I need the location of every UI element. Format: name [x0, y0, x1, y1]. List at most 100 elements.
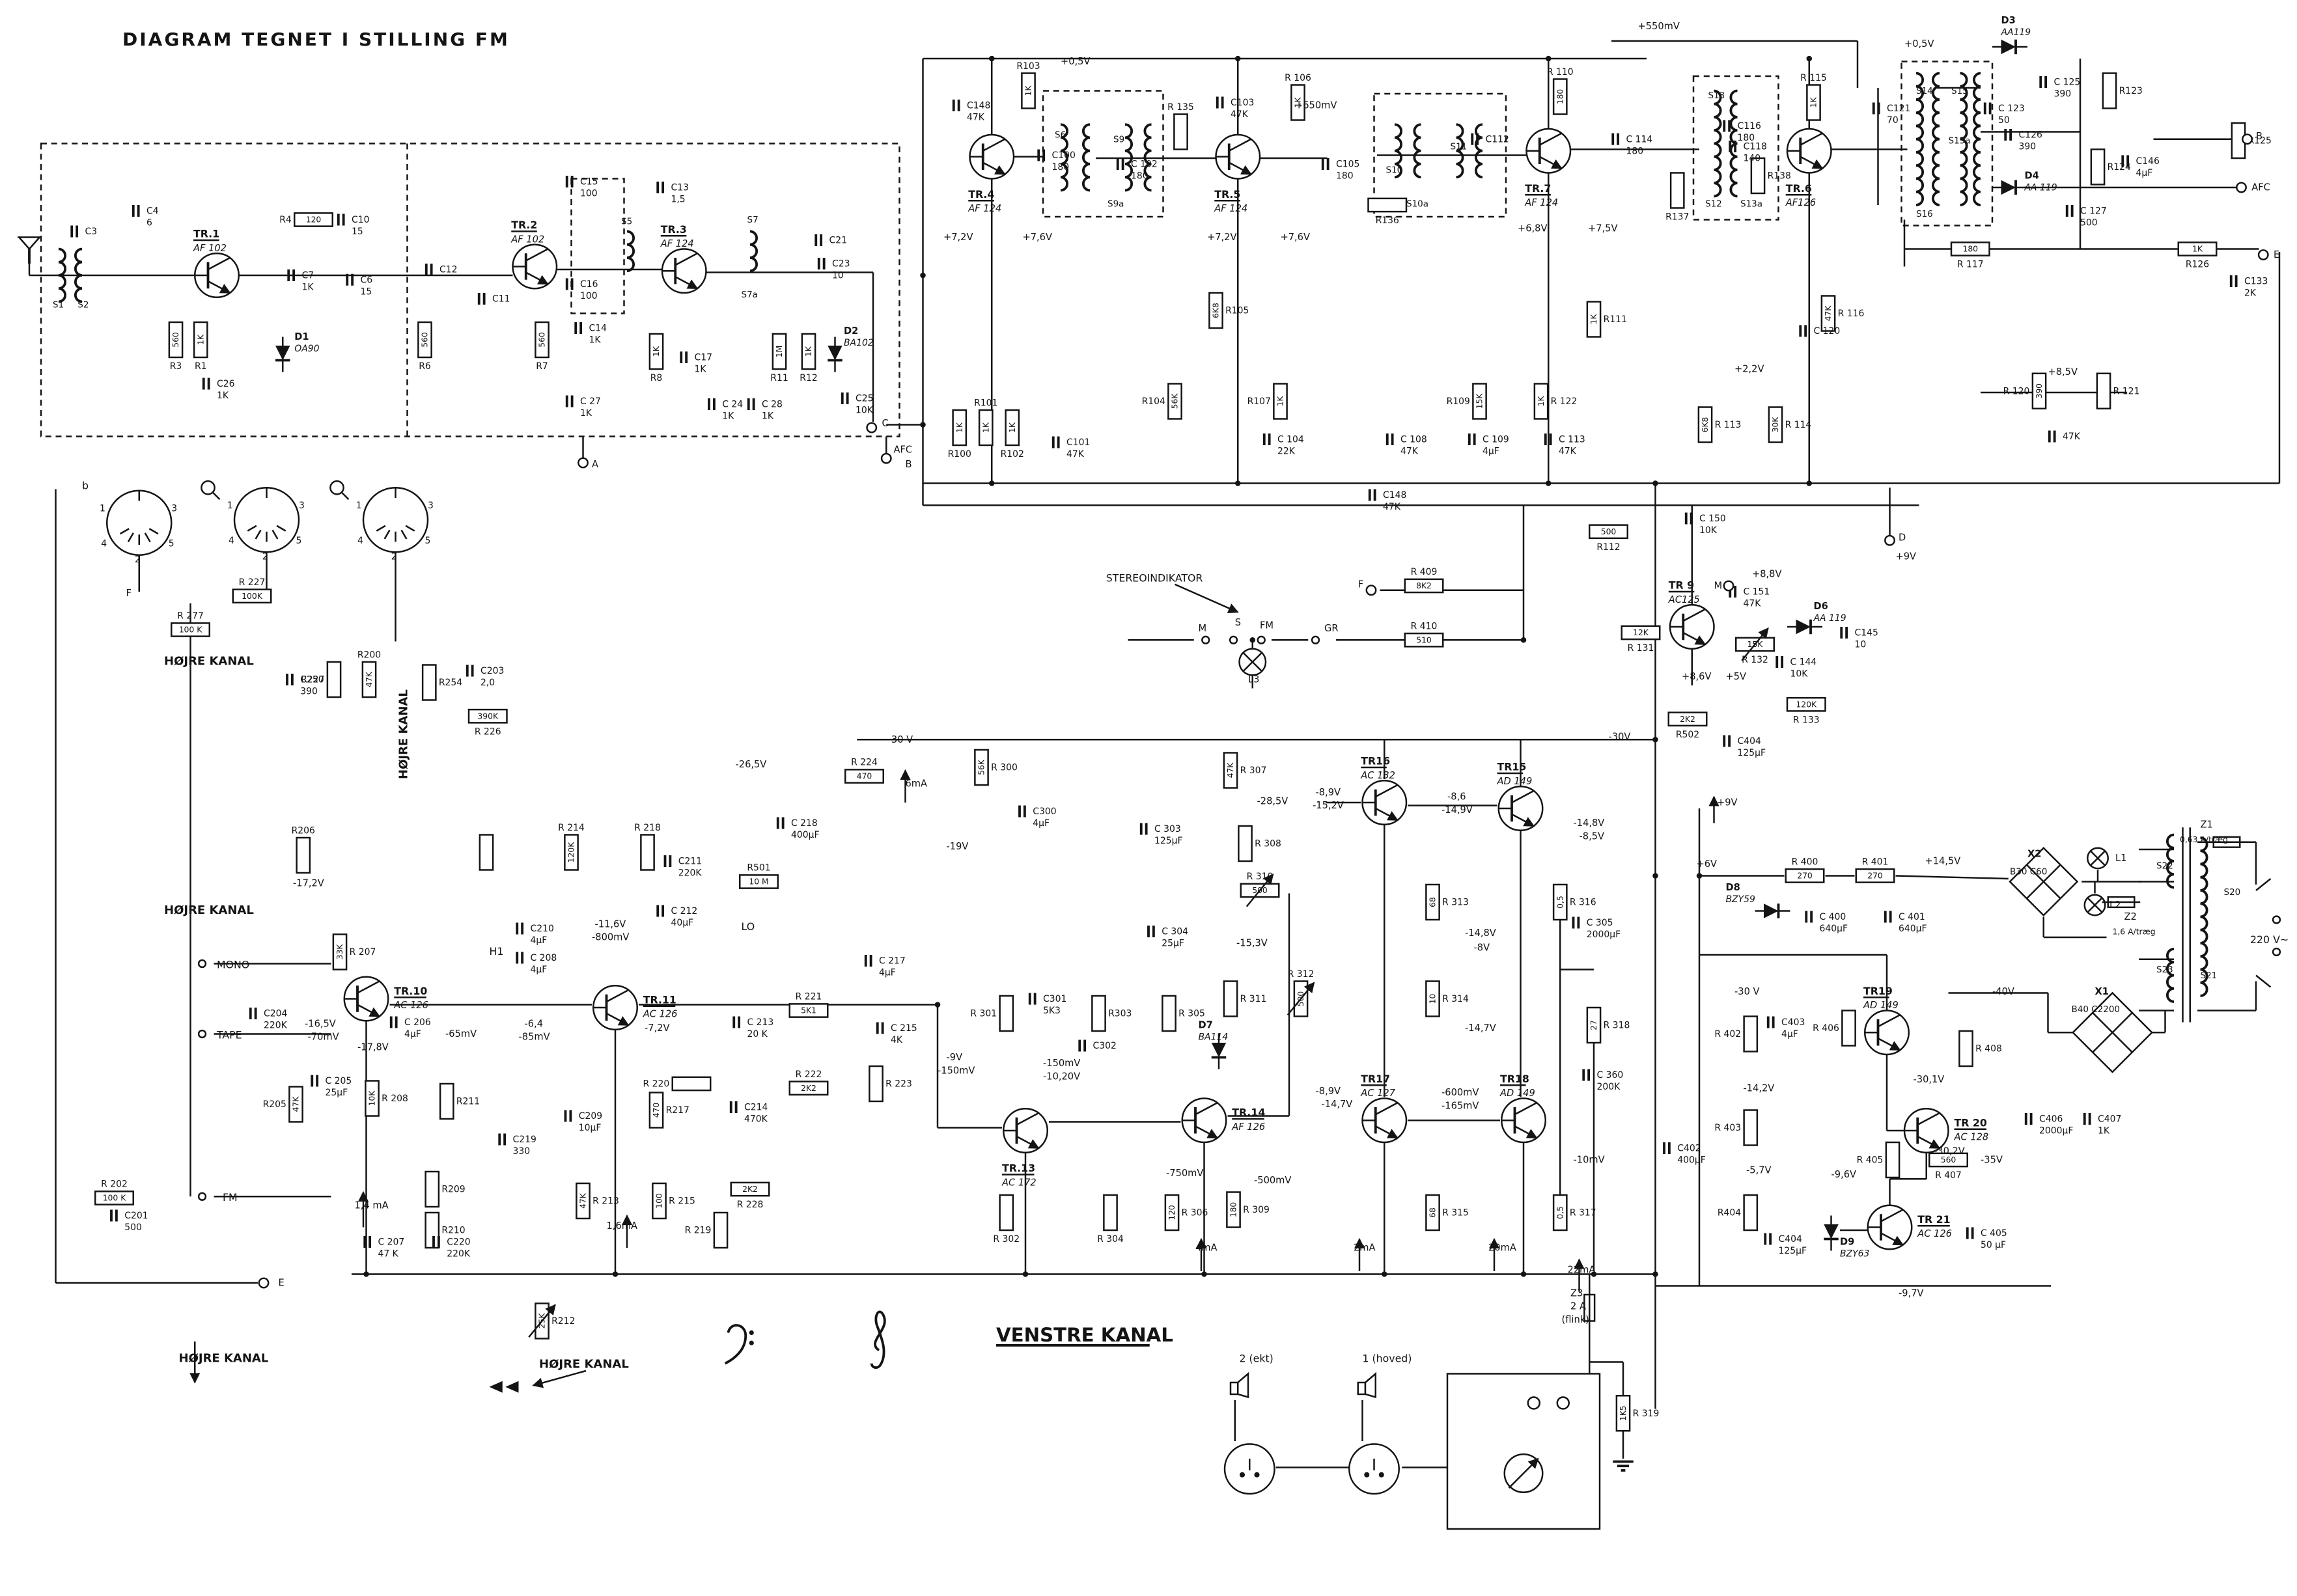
- label: 5: [296, 536, 302, 546]
- text-label: -15,2V: [1313, 800, 1344, 811]
- resistor-body: [1164, 1194, 1180, 1231]
- label: 1K: [302, 282, 314, 293]
- label: R 318: [1604, 1021, 1630, 1031]
- transistor-collector: [1800, 132, 1823, 146]
- text-label: -14,2V: [1744, 1082, 1775, 1094]
- label: TR.1: [193, 228, 219, 240]
- resistor-body: [576, 1182, 591, 1220]
- label: AD 149: [1499, 1088, 1535, 1099]
- label: R 113: [1715, 420, 1742, 430]
- resistor-R406: R 406: [1813, 1010, 1856, 1047]
- resistor-R135: R 135: [1167, 102, 1194, 150]
- transistor-collector: [606, 989, 629, 1003]
- resistor-body: [2177, 241, 2218, 256]
- text-label: F: [126, 588, 132, 599]
- text-label: -14,8V: [1465, 928, 1496, 939]
- label: C 218: [791, 818, 818, 829]
- label: 1K: [1008, 422, 1017, 433]
- transistor-collector: [675, 253, 698, 266]
- text-label: +7,5V: [1588, 223, 1617, 234]
- label: C21: [829, 236, 847, 246]
- label: C118: [1744, 142, 1767, 152]
- label: 510: [1416, 635, 1432, 644]
- label: C 123: [1998, 103, 2025, 114]
- text-label: X1: [2095, 986, 2109, 997]
- text-label: -14,7V: [1465, 1023, 1496, 1034]
- text-label: +8,8V: [1752, 569, 1781, 580]
- label: TR 21: [1917, 1213, 1950, 1226]
- terminal: [2242, 133, 2253, 145]
- loop-body: [201, 480, 216, 495]
- label: 4µF: [2136, 168, 2153, 178]
- label: C146: [2136, 156, 2160, 167]
- label: 270: [1867, 872, 1883, 881]
- text-label: S16: [1916, 209, 1933, 219]
- text-label: 6mA: [906, 778, 928, 789]
- label: C3: [85, 227, 98, 237]
- label: C 206: [404, 1017, 431, 1028]
- resistor-body: [94, 1190, 134, 1205]
- junction-dot: [1520, 1271, 1527, 1277]
- diode-triangle: [2001, 39, 2016, 55]
- label: R102: [1001, 449, 1024, 460]
- bridge-rectifier: [2009, 846, 2079, 917]
- resistor-body: [1928, 1152, 1968, 1168]
- terminal: [1365, 585, 1377, 596]
- label: 500: [124, 1222, 142, 1233]
- terminal: [1723, 580, 1734, 592]
- label: C 205: [326, 1076, 352, 1086]
- text-label: -500mV: [1254, 1175, 1291, 1186]
- text-label: -40V: [1992, 986, 2014, 997]
- label: 180: [1626, 146, 1644, 156]
- label: 5K1: [801, 1006, 816, 1015]
- label: C 208: [531, 953, 557, 963]
- transistor-collector: [982, 138, 1006, 152]
- label: 4µF: [531, 965, 548, 975]
- text-label: -30V: [1609, 731, 1631, 742]
- resistor-body: [1425, 980, 1440, 1017]
- junction-dot: [1806, 55, 1813, 62]
- transistor-TR1: TR.1AF 102: [193, 228, 240, 298]
- label: R 220: [643, 1079, 670, 1090]
- text-label: -8,6: [1447, 791, 1466, 803]
- label: C105: [1336, 159, 1359, 170]
- transistor-emitter: [1800, 156, 1824, 169]
- label: C 108: [1400, 435, 1427, 445]
- resistor-body: [417, 321, 432, 359]
- text-label: Z2: [2124, 911, 2137, 922]
- label: AF126: [1785, 197, 1816, 208]
- label: R 317: [1570, 1208, 1596, 1218]
- antenna-arm: [18, 236, 30, 250]
- label: R136: [1376, 215, 1399, 226]
- diode-triangle: [1211, 1043, 1227, 1058]
- text-label: +650mV: [1295, 100, 1337, 111]
- resistor-body: [425, 1211, 440, 1249]
- transistor-emitter: [1682, 631, 1706, 646]
- coil: [1931, 72, 1940, 206]
- capacitor-C12: C12: [425, 264, 457, 275]
- text-label: S: [1235, 617, 1241, 628]
- din-pin: [144, 532, 151, 543]
- text-label: HØJRE KANAL: [164, 903, 254, 917]
- label: R 308: [1255, 839, 1281, 849]
- pot-arrow: [1287, 982, 1315, 1016]
- label: R138: [1768, 171, 1791, 182]
- text-label: H1: [490, 945, 504, 957]
- din-pin: [148, 528, 159, 535]
- label: C12: [439, 265, 457, 275]
